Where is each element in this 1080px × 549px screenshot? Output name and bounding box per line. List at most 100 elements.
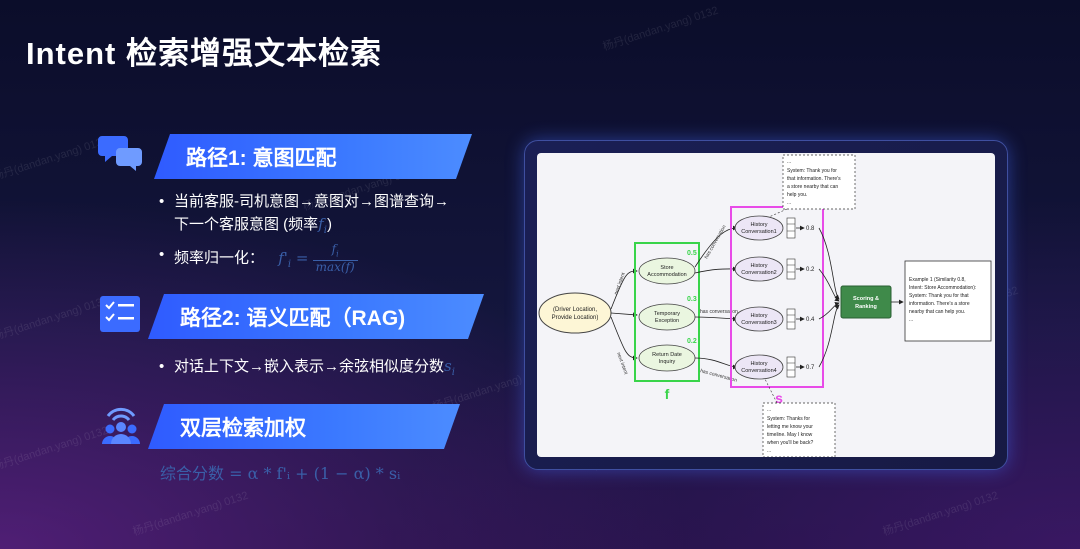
- note-line: letting me know your: [767, 424, 813, 430]
- section-title: 路径1: 意图匹配: [186, 146, 337, 170]
- intent-node-label: Temporary: [654, 311, 680, 317]
- chat-bubbles-icon: [98, 132, 144, 177]
- s-label: s: [775, 390, 783, 406]
- f-label: f: [665, 386, 670, 402]
- intent-node: [638, 303, 696, 331]
- note-line: timeline. May I know: [767, 432, 813, 438]
- intent-node: [638, 344, 696, 372]
- intent-node-label: Accommodation: [647, 272, 686, 278]
- watermark: 杨丹(dandan.yang) 0132: [601, 4, 720, 54]
- history-node-label: Conversation3: [741, 320, 776, 326]
- similarity-score: 0.4: [806, 317, 815, 323]
- embedding-vector: [786, 308, 796, 330]
- formula-fraction: fi max(f): [312, 243, 358, 274]
- formula-lhs: f'i =: [278, 248, 309, 270]
- conversation-note-bottom: [762, 402, 836, 457]
- next-intent-label: next intent: [613, 271, 627, 295]
- bullet-text: 下一个客服意图 (频率fi): [174, 215, 332, 236]
- intent-score: 0.3: [687, 296, 697, 303]
- history-node: [734, 354, 784, 380]
- similarity-score: 0.8: [806, 226, 815, 232]
- bullet-text: 当前客服-司机意图→意图对→图谱查询→: [174, 193, 449, 210]
- embedding-vector: [786, 217, 796, 239]
- history-group-box: [730, 206, 824, 388]
- note-line: System: Thanks for: [767, 416, 810, 422]
- scoring-node-label: Ranking: [855, 304, 877, 310]
- intent-node-label: Return Date: [652, 352, 682, 358]
- intent-score: 0.5: [687, 250, 697, 257]
- output-line: System: Thank you for that: [909, 293, 969, 299]
- note-line: ...: [787, 159, 791, 165]
- output-example-box: [904, 260, 992, 342]
- intent-score: 0.2: [687, 338, 697, 345]
- history-node: [734, 306, 784, 332]
- next-intent-label: next intent: [615, 352, 629, 376]
- history-node-label: Conversation2: [741, 270, 776, 276]
- similarity-score: 0.7: [806, 365, 815, 371]
- start-node-label: (Driver Location,: [553, 307, 597, 313]
- intent-node-label: Store: [660, 265, 673, 271]
- history-node-label: History: [750, 313, 767, 319]
- bullet-text: 频率归一化：: [174, 249, 265, 267]
- section-banner-weighting: 双层检索加权: [148, 404, 460, 449]
- diagram-frame: (Driver Location, Provide Location) next…: [524, 140, 1008, 470]
- embedding-vector: [786, 356, 796, 378]
- similarity-score: 0.2: [806, 267, 815, 273]
- output-line: Example 1 (Similarity 0.8,: [909, 277, 966, 283]
- history-node: [734, 215, 784, 241]
- start-node-label: Provide Location): [552, 315, 599, 321]
- history-node: [734, 256, 784, 282]
- section-banner-path1: 路径1: 意图匹配: [154, 134, 472, 179]
- history-node-label: History: [750, 361, 767, 367]
- note-line: ...: [787, 200, 791, 206]
- page-title: Intent 检索增强文本检索: [26, 36, 382, 71]
- history-node-label: Conversation4: [741, 368, 776, 374]
- watermark: 杨丹(dandan.yang) 0132: [0, 134, 110, 184]
- has-conversation-label: has conversation: [699, 368, 737, 384]
- output-line: Intent: Store Accommodation):: [909, 285, 976, 291]
- watermark: 杨丹(dandan.yang) 0132: [131, 489, 250, 539]
- note-line: ...: [767, 407, 771, 413]
- bullet-text: 对话上下文→嵌入表示→余弦相似度分数: [174, 358, 445, 375]
- note-line: System: Thank you for: [787, 168, 837, 174]
- history-row: History Conversation1 0.8: [734, 215, 815, 241]
- conversation-note-top: [782, 154, 856, 210]
- team-signal-icon: [98, 404, 144, 451]
- diagram-canvas: (Driver Location, Provide Location) next…: [537, 153, 995, 457]
- intent-group-box: [634, 242, 700, 382]
- start-node: [538, 292, 612, 334]
- note-line: help you.: [787, 192, 807, 198]
- history-node-label: History: [750, 222, 767, 228]
- note-line: when you'll be back?: [767, 440, 813, 446]
- note-line: that information. There's: [787, 176, 841, 182]
- history-node-label: History: [750, 263, 767, 269]
- watermark: 杨丹(dandan.yang) 0132: [881, 489, 1000, 539]
- intent-node-label: Inquiry: [659, 359, 676, 365]
- output-line: ...: [909, 317, 913, 323]
- history-node-label: Conversation1: [741, 229, 776, 235]
- bullet-path1-norm: • 频率归一化： f'i = fi max(f): [159, 243, 358, 276]
- output-line: information. There's a store: [909, 301, 970, 307]
- bullet-path1-flow: • 当前客服-司机意图→意图对→图谱查询→ 下一个客服意图 (频率fi): [159, 190, 449, 242]
- scoring-node-label: Scoring &: [853, 296, 879, 302]
- note-line: ...: [767, 448, 771, 454]
- watermark: 杨丹(dandan.yang) 0132: [0, 424, 110, 474]
- output-line: nearby that can help you.: [909, 309, 965, 315]
- scoring-node: [840, 285, 892, 319]
- section-title: 路径2: 语义匹配（RAG): [180, 306, 406, 330]
- history-row: History Conversation2 0.2: [734, 256, 815, 282]
- combined-score-formula: 综合分数 = α * f'ᵢ + (1 − α) * sᵢ: [160, 464, 401, 483]
- watermark: 杨丹(dandan.yang) 0132: [0, 294, 110, 344]
- intent-node: [638, 257, 696, 285]
- section-banner-path2: 路径2: 语义匹配（RAG): [148, 294, 484, 339]
- section-title: 双层检索加权: [180, 416, 306, 440]
- note-line: a store nearby that can: [787, 184, 838, 190]
- embedding-vector: [786, 258, 796, 280]
- history-row: History Conversation4 0.7: [734, 354, 815, 380]
- has-conversation-label: has conversation: [700, 309, 738, 315]
- has-conversation-label: has conversation: [704, 224, 728, 260]
- rag-flow-diagram: (Driver Location, Provide Location) next…: [538, 154, 992, 457]
- intent-node-label: Exception: [655, 318, 679, 324]
- checklist-icon: [100, 296, 140, 337]
- history-row: History Conversation3 0.4: [734, 306, 815, 332]
